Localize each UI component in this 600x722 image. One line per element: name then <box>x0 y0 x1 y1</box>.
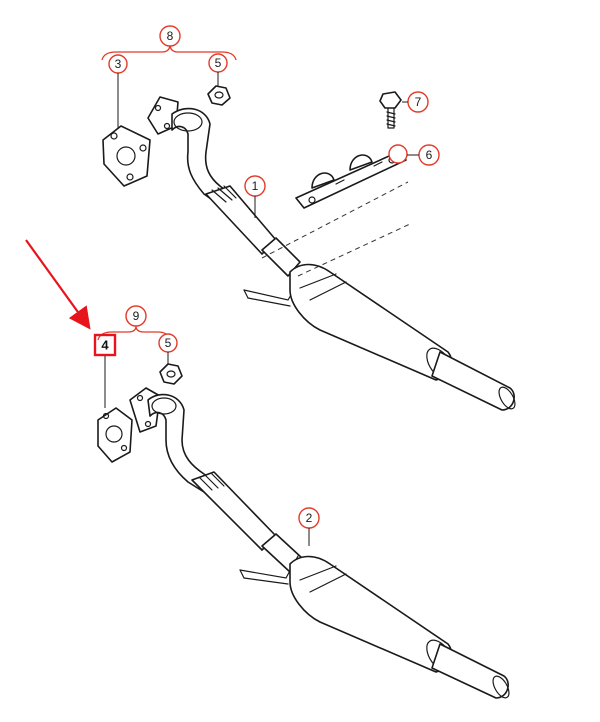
nut-lower <box>159 363 183 385</box>
tail-pipe-upper <box>431 351 516 411</box>
callout-group-8: 8 <box>101 25 237 61</box>
callout-3-label: 3 <box>115 57 122 71</box>
tail-pipe-lower <box>431 643 510 699</box>
callout-9-label: 9 <box>133 309 140 323</box>
flange-gasket-upper <box>102 125 151 187</box>
flex-pipe-lower <box>191 471 303 573</box>
callout-5-lower-label: 5 <box>165 336 172 350</box>
catalytic-converter-lower <box>289 555 454 673</box>
callout-3: 3 <box>108 54 128 128</box>
callout-1: 1 <box>244 175 266 218</box>
callout-6-label: 6 <box>426 148 433 162</box>
catalytic-converter-upper <box>289 263 454 381</box>
callout-group-9: 9 <box>97 305 171 341</box>
flex-pipe-upper <box>205 185 301 277</box>
nut-upper <box>207 85 231 106</box>
callout-5-lower: 5 <box>158 333 178 364</box>
callout-8-circle <box>159 25 181 47</box>
reference-line-upper <box>261 181 411 277</box>
callout-4-highlight-box <box>93 333 117 357</box>
callout-9-circle <box>125 305 147 327</box>
bracket-9 <box>97 325 171 341</box>
callout-6: 6 <box>388 144 440 166</box>
callout-4-label: 4 <box>101 338 109 353</box>
callout-5-upper-label: 5 <box>215 56 222 70</box>
flange-gasket-lower <box>97 407 133 463</box>
lower-exhaust-assembly <box>97 363 510 699</box>
mounting-bracket <box>295 151 407 209</box>
callout-8-label: 8 <box>167 29 174 43</box>
pointer-arrow <box>25 239 91 330</box>
upper-exhaust-assembly <box>102 85 516 411</box>
callout-2: 2 <box>298 507 320 546</box>
callout-2-label: 2 <box>306 511 313 525</box>
bolt <box>379 91 402 129</box>
callout-7-label: 7 <box>415 95 422 109</box>
callout-5-upper: 5 <box>208 53 228 86</box>
callout-6-circle <box>388 144 408 164</box>
callout-1-label: 1 <box>252 179 259 193</box>
callout-7: 7 <box>402 91 429 113</box>
callout-4: 4 <box>93 333 117 408</box>
